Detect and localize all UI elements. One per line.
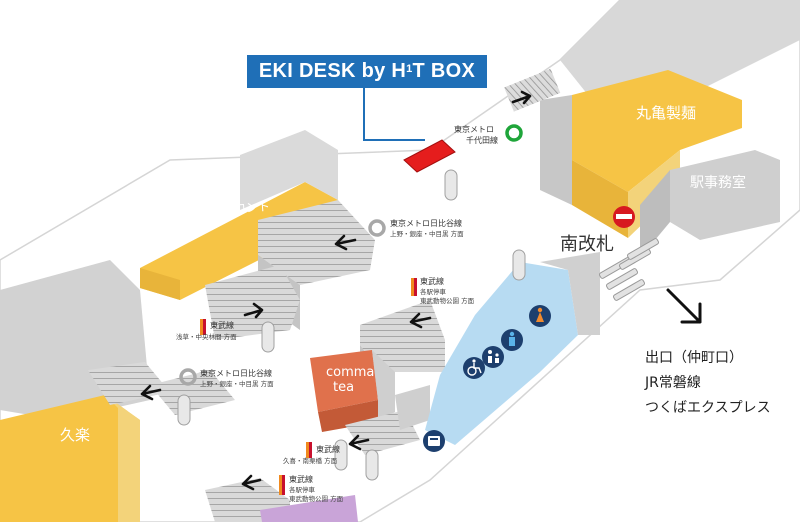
arrow-icon	[348, 434, 370, 451]
callout-text-pre: EKI DESK by H	[258, 60, 407, 82]
exit-line-3: つくばエクスプレス	[645, 400, 771, 416]
eki-desk-booth[interactable]	[403, 139, 456, 173]
chiyoda-label-1: 東京メトロ	[454, 125, 494, 134]
tobu-a-label-1: 東武線	[420, 277, 444, 286]
arrow-icon	[334, 234, 357, 251]
baby-care-icon	[482, 346, 504, 368]
lavender-area	[260, 495, 358, 522]
kuraku-shop	[0, 395, 140, 522]
tobu-d-label-2: 各駅停車	[289, 486, 315, 494]
tobu-c-label-2: 久喜・南栗橋 方面	[283, 457, 338, 465]
ticket-gates	[599, 238, 659, 301]
tobu-mark-c	[306, 442, 312, 458]
arrow-icon	[241, 474, 262, 491]
stairs-hibiya-b	[150, 370, 235, 415]
marugame-label: 丸亀製麺	[636, 104, 697, 122]
arrow-icon	[511, 90, 532, 105]
tobu-a-label-2: 各駅停車	[420, 288, 446, 296]
kuraku-label: 久楽	[60, 426, 91, 444]
locker-icon	[423, 430, 445, 452]
comma-tea-shop	[310, 350, 378, 412]
pillars	[177, 169, 526, 481]
stairs-tobu-b	[205, 265, 300, 340]
front-shop	[140, 182, 338, 300]
tobu-mark-b	[200, 319, 206, 335]
tobu-a-label-3: 東武動物公園 方面	[420, 297, 475, 305]
hibiya-line-icon-b	[179, 368, 197, 386]
station-office-building	[670, 150, 780, 240]
tobu-mark-a	[411, 278, 417, 296]
comma-tea-label-2: tea	[333, 380, 355, 395]
tobu-mark-d	[279, 475, 285, 495]
exit-line-2: JR常磐線	[645, 375, 701, 391]
callout-leader-line	[363, 88, 425, 141]
arrow-icon	[409, 312, 432, 329]
comma-tea-label-1: comma	[326, 365, 375, 380]
arrow-icon	[243, 302, 264, 319]
marugame-shop	[572, 70, 742, 192]
hibiya-line-icon-a	[368, 219, 386, 237]
tobu-b-label-1: 東武線	[210, 321, 234, 330]
no-entry-icon	[613, 206, 635, 228]
chiyoda-label-2: 千代田線	[466, 136, 498, 145]
wheelchair-icon	[463, 357, 485, 379]
hibiya-b-label-2: 上野・銀座・中目黒 方面	[200, 380, 274, 388]
front-label: フロント	[221, 199, 271, 217]
tobu-d-label-1: 東武線	[289, 475, 313, 484]
hibiya-a-label-2: 上野・銀座・中目黒 方面	[390, 230, 464, 238]
exit-line-1: 出口（仲町口）	[645, 350, 743, 366]
exit-arrow-icon	[666, 288, 702, 324]
hibiya-b-label-1: 東京メトロ日比谷線	[200, 369, 272, 378]
chiyoda-line-icon	[505, 124, 523, 142]
woman-icon	[529, 305, 551, 327]
exit-directions: 出口（仲町口） JR常磐線 つくばエクスプレス	[645, 346, 771, 421]
station-office-label: 駅事務室	[690, 175, 746, 191]
tobu-b-label-2: 浅草・中央林間 方面	[176, 333, 237, 341]
tobu-d-label-3: 東武動物公園 方面	[289, 495, 344, 503]
man-icon	[501, 329, 523, 351]
stairs-hibiya-a	[258, 200, 375, 285]
hibiya-a-label-1: 東京メトロ日比谷線	[390, 219, 462, 228]
tobu-c-label-1: 東武線	[316, 445, 340, 454]
arrow-icon	[140, 384, 162, 401]
south-gate-label: 南改札	[560, 234, 614, 255]
callout-text-post: T BOX	[412, 60, 476, 82]
